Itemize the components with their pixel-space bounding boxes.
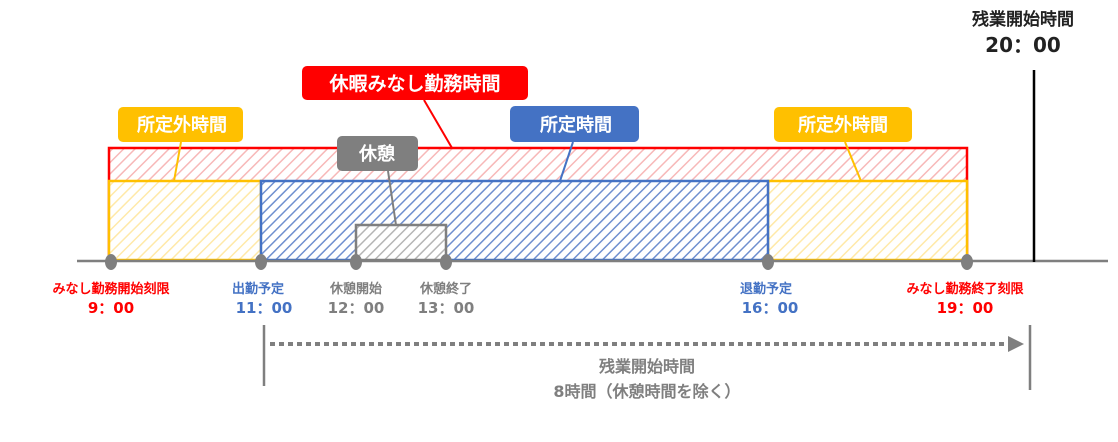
span-title: 残業開始時間 — [599, 357, 695, 376]
dot-11 — [255, 254, 267, 270]
timeline-label: 休憩終了 — [419, 281, 472, 297]
callout-label: 所定外時間 — [137, 114, 227, 136]
connector-deemed — [423, 99, 453, 149]
connector-break — [387, 170, 397, 226]
callout-label: 休憩 — [358, 143, 395, 165]
timeline-label: みなし勤務開始刻限 — [52, 281, 170, 297]
dot-12 — [350, 254, 362, 270]
overtime-start-label: 残業開始時間 — [972, 9, 1074, 30]
arrowhead-icon — [1008, 336, 1024, 352]
callout-non-scheduled-right: 所定外時間 — [774, 107, 912, 142]
timeline-label: 出勤予定 — [232, 281, 284, 297]
callout-deemed-leave-work: 休暇みなし勤務時間 — [302, 66, 528, 100]
timeline-time: 11：00 — [236, 299, 293, 317]
dot-9 — [105, 254, 117, 270]
dot-16 — [762, 254, 774, 270]
timeline-time: 9：00 — [88, 299, 134, 317]
callout-scheduled: 所定時間 — [510, 106, 639, 142]
callout-break: 休憩 — [337, 136, 418, 171]
timeline-label: 休憩開始 — [329, 281, 382, 297]
timeline-label: みなし勤務終了刻限 — [906, 281, 1024, 297]
callout-label: 休暇みなし勤務時間 — [328, 72, 500, 95]
span-note: 8時間（休憩時間を除く） — [553, 382, 740, 401]
non-scheduled-bar-left — [107, 179, 263, 262]
callout-non-scheduled-left: 所定外時間 — [118, 107, 243, 142]
connector-non-scheduled-left — [173, 141, 182, 182]
timeline-time: 13：00 — [418, 299, 475, 317]
timeline-time: 19：00 — [937, 299, 994, 317]
timeline-dots — [105, 254, 973, 270]
dot-13 — [440, 254, 452, 270]
dot-19 — [961, 254, 973, 270]
break-bar — [354, 223, 448, 262]
overtime-start-time: 20：00 — [985, 33, 1061, 57]
callout-label: 所定時間 — [540, 114, 612, 136]
connector-scheduled — [559, 141, 574, 182]
timeline-label: 退勤予定 — [740, 281, 792, 297]
scheduled-bar — [259, 179, 770, 262]
timeline-time: 12：00 — [328, 299, 385, 317]
callout-label: 所定外時間 — [798, 114, 888, 136]
connector-non-scheduled-right — [844, 141, 862, 182]
non-scheduled-bar-right — [766, 179, 969, 262]
timeline-time: 16：00 — [742, 299, 799, 317]
